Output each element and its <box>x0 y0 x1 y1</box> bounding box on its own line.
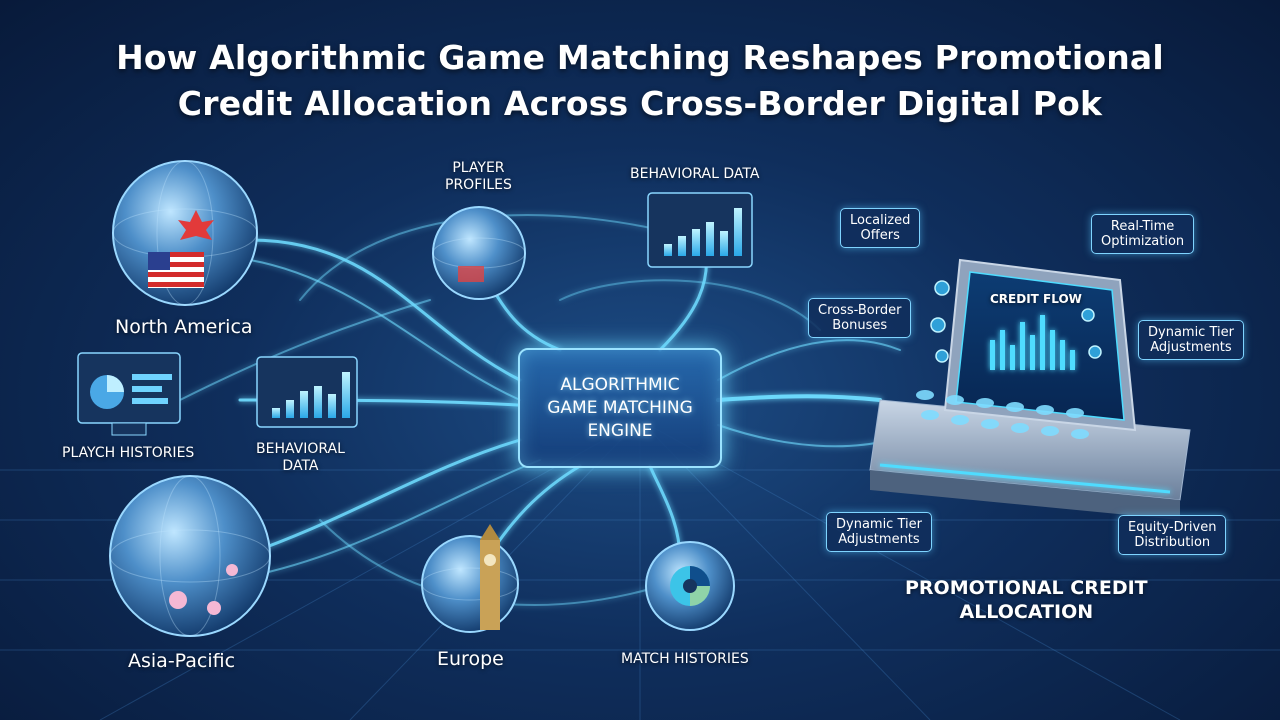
label-playch-histories: PLAYCH HISTORIES <box>62 445 195 461</box>
globe-player-profiles <box>432 206 526 300</box>
big-ben-icon <box>480 524 500 630</box>
behavioral-data-panel-left <box>256 356 358 428</box>
globe-match-histories <box>645 541 735 631</box>
callout-dynamic-tier-right: Dynamic Tier Adjustments <box>1138 320 1244 360</box>
label-behavioral-data-top: BEHAVIORAL DATA <box>630 166 760 182</box>
globe-europe <box>421 524 519 633</box>
region-label-asia-pacific: Asia-Pacific <box>128 650 236 672</box>
callout-cross-border-bonuses: Cross-Border Bonuses <box>808 298 912 338</box>
cherry-blossom-icon <box>169 564 238 615</box>
data-flow-streams <box>179 214 901 606</box>
keypad <box>916 390 1089 439</box>
globe-asia-pacific <box>109 475 271 637</box>
credit-flow-bars <box>990 315 1075 370</box>
label-match-histories: MATCH HISTORIES <box>621 651 749 667</box>
grid-floor <box>0 419 1280 720</box>
behavioral-data-panel-top <box>647 192 753 268</box>
label-behavioral-data-left: BEHAVIORAL DATA <box>256 441 345 474</box>
region-label-north-america: North America <box>115 316 253 338</box>
credit-flow-label: CREDIT FLOW <box>990 292 1082 306</box>
pie-chart-icon <box>90 375 124 409</box>
callout-localized-offers: Localized Offers <box>840 208 921 248</box>
callout-real-time-optimization: Real-Time Optimization <box>1091 214 1195 254</box>
region-label-europe: Europe <box>437 648 504 670</box>
engine-label: ALGORITHMIC GAME MATCHING ENGINE <box>547 374 693 441</box>
allocation-heading: PROMOTIONAL CREDIT ALLOCATION <box>905 577 1148 623</box>
globe-north-america <box>112 160 258 306</box>
coin-icon <box>930 280 1102 363</box>
matching-engine: ALGORITHMIC GAME MATCHING ENGINE <box>518 348 722 468</box>
playch-histories-panel <box>77 352 181 436</box>
usa-flag-icon <box>148 252 204 288</box>
callout-equity-driven: Equity-Driven Distribution <box>1118 515 1227 555</box>
label-player-profiles: PLAYER PROFILES <box>445 160 512 193</box>
credit-allocation-machine <box>869 258 1191 520</box>
maple-leaf-icon <box>178 210 214 240</box>
callout-dynamic-tier-bottom: Dynamic Tier Adjustments <box>826 512 932 552</box>
title-line-1: How Algorithmic Game Matching Reshapes P… <box>116 38 1164 77</box>
title-line-2: Credit Allocation Across Cross-Border Di… <box>177 84 1103 123</box>
